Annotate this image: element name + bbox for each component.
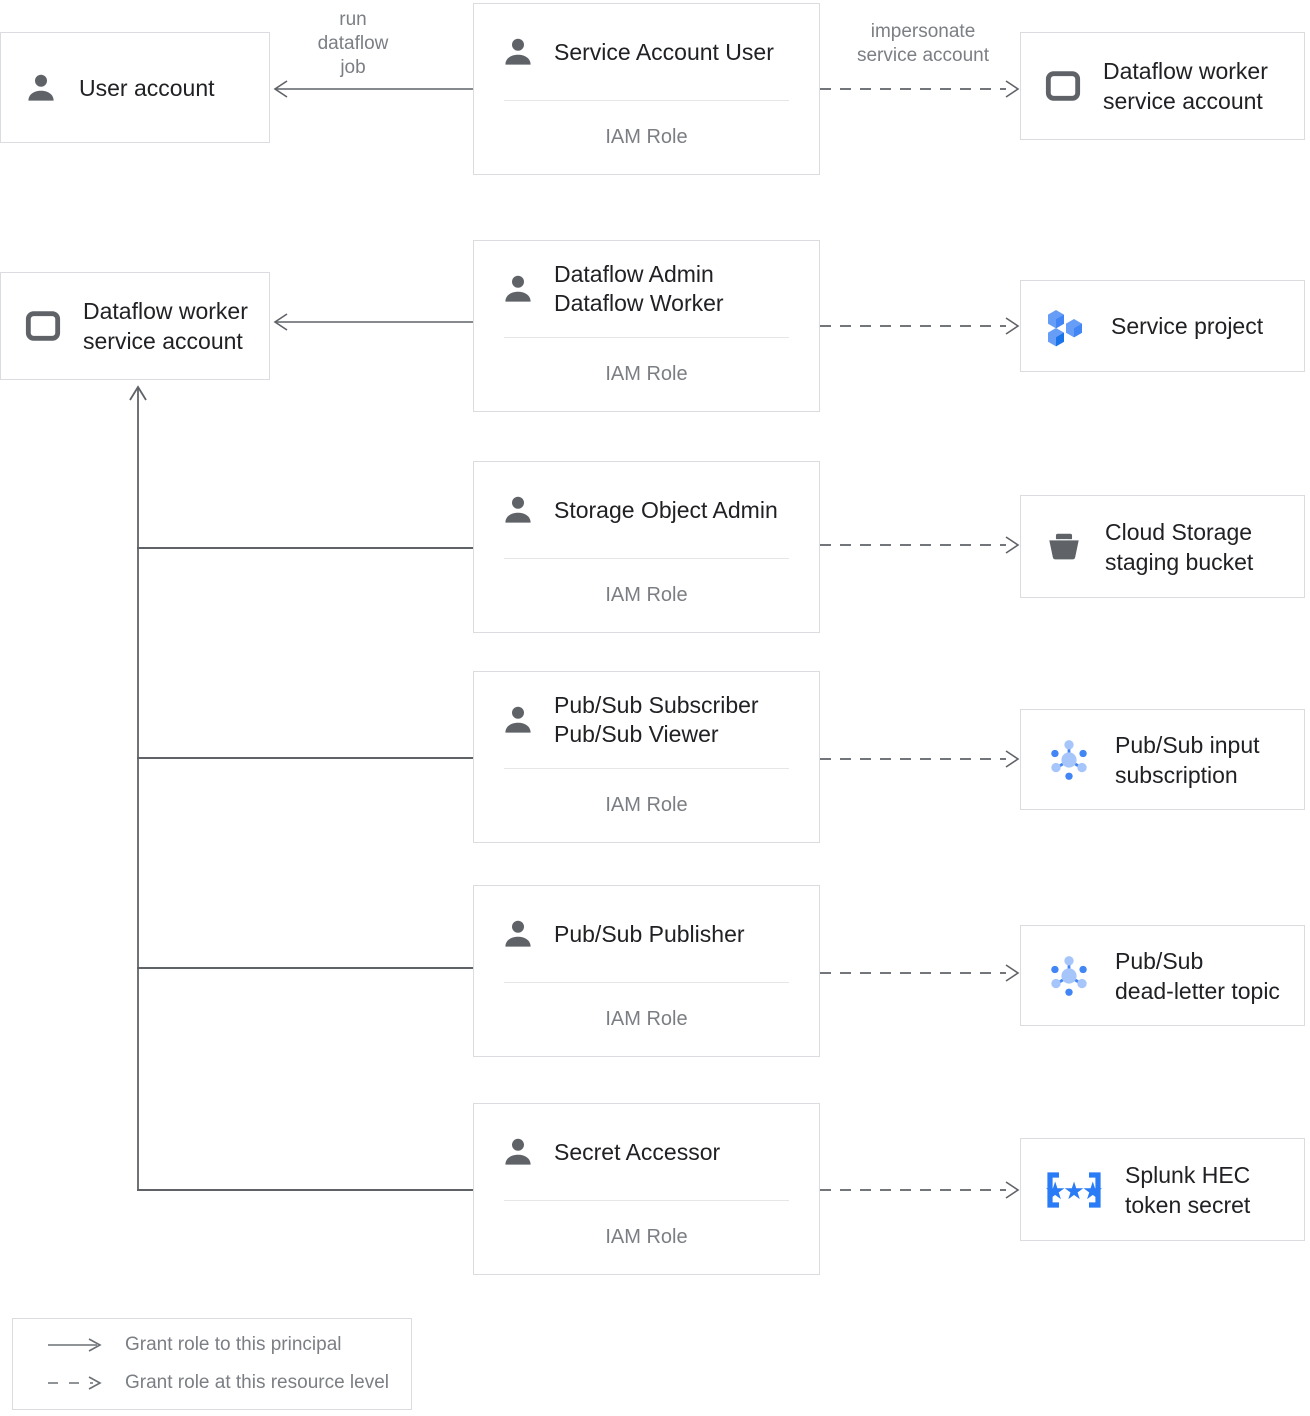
- service-account-icon: [1045, 71, 1081, 101]
- entity-label: Cloud Storage staging bucket: [1105, 518, 1254, 575]
- dashed-arrow-impersonate-service-account: [820, 80, 1020, 98]
- solid-arrow-icon: [48, 1338, 102, 1352]
- person-icon: [28, 74, 54, 101]
- branch-line-storage-object-admin: [137, 547, 473, 549]
- role-subtitle: IAM Role: [605, 794, 688, 816]
- entity-label: Dataflow worker service account: [1103, 58, 1268, 114]
- cloud-storage-icon: [1049, 533, 1079, 559]
- person-icon: [505, 1138, 531, 1165]
- entity-user-account[interactable]: User account: [0, 32, 270, 143]
- dashed-arrow-splunk-hec-token-secret: [820, 1181, 1020, 1199]
- role-subtitle: IAM Role: [605, 1226, 688, 1248]
- person-icon: [505, 706, 531, 733]
- pubsub-icon: [1051, 739, 1087, 780]
- pubsub-icon: [1051, 955, 1087, 996]
- entity-service-project[interactable]: Service project: [1020, 280, 1305, 372]
- entity-label: Service project: [1111, 313, 1264, 339]
- edge-label-run-dataflow-job: run dataflow job: [317, 9, 389, 78]
- branch-line-pubsub-subscriber: [137, 757, 473, 759]
- role-card-dataflow-admin[interactable]: Dataflow Admin Dataflow Worker IAM Role: [473, 240, 820, 412]
- role-card-divider: [504, 982, 789, 983]
- role-card-divider: [504, 768, 789, 769]
- role-title: Secret Accessor: [554, 1138, 721, 1165]
- dashed-arrow-pubsub-input-subscription: [820, 750, 1020, 768]
- service-account-icon: [25, 311, 61, 341]
- dashed-arrow-icon: [48, 1376, 102, 1390]
- role-title: Dataflow Admin Dataflow Worker: [554, 261, 724, 316]
- role-card-pubsub-publisher[interactable]: Pub/Sub Publisher IAM Role: [473, 885, 820, 1057]
- role-card-pubsub-subscriber[interactable]: Pub/Sub Subscriber Pub/Sub Viewer IAM Ro…: [473, 671, 820, 843]
- role-title: Pub/Sub Subscriber Pub/Sub Viewer: [554, 692, 759, 747]
- role-card-header: Pub/Sub Publisher: [474, 886, 819, 982]
- branch-line-pubsub-publisher: [137, 967, 473, 969]
- entity-pubsub-dead-letter-topic[interactable]: Pub/Sub dead-letter topic: [1020, 925, 1305, 1026]
- role-card-divider: [504, 100, 789, 101]
- role-card-header: Service Account User: [474, 4, 819, 100]
- legend-item-grant-role-resource: Grant role at this resource level: [47, 1372, 411, 1394]
- role-card-divider: [504, 337, 789, 338]
- role-card-header: Storage Object Admin: [474, 462, 819, 558]
- role-title: Pub/Sub Publisher: [554, 920, 745, 947]
- dashed-arrow-pubsub-dead-letter-topic: [820, 964, 1020, 982]
- legend: Grant role to this principal Grant role …: [12, 1318, 412, 1410]
- role-subtitle: IAM Role: [605, 584, 688, 606]
- role-card-storage-object-admin[interactable]: Storage Object Admin IAM Role: [473, 461, 820, 633]
- entity-label: Dataflow worker service account: [83, 298, 248, 354]
- entity-label: Pub/Sub dead-letter topic: [1115, 947, 1280, 1004]
- role-card-secret-accessor[interactable]: Secret Accessor IAM Role: [473, 1103, 820, 1275]
- role-subtitle: IAM Role: [605, 363, 688, 385]
- service-project-icon: [1048, 310, 1082, 347]
- role-card-service-account-user[interactable]: Service Account User IAM Role: [473, 3, 820, 175]
- entity-label: Splunk HEC token secret: [1125, 1161, 1251, 1218]
- role-title: Storage Object Admin: [554, 496, 778, 523]
- dashed-arrow-service-project: [820, 317, 1020, 335]
- entity-pubsub-input-subscription[interactable]: Pub/Sub input subscription: [1020, 709, 1305, 810]
- secret-manager-icon: ★★★: [1046, 1171, 1103, 1208]
- entity-label: User account: [79, 74, 215, 101]
- role-card-divider: [504, 558, 789, 559]
- person-icon: [505, 496, 531, 523]
- edge-label-impersonate-service-account: impersonate service account: [856, 21, 989, 66]
- solid-arrow-grant-dataflow-admin: [273, 313, 475, 331]
- legend-item-grant-role-principal: Grant role to this principal: [47, 1334, 411, 1356]
- entity-dataflow-worker-service-account-top[interactable]: Dataflow worker service account: [1020, 32, 1305, 140]
- solid-arrow-run-dataflow-job: [273, 80, 475, 98]
- person-icon: [505, 920, 531, 947]
- role-title: Service Account User: [554, 38, 774, 65]
- person-icon: [505, 275, 531, 302]
- role-card-header: Pub/Sub Subscriber Pub/Sub Viewer: [474, 672, 819, 768]
- entity-label: Pub/Sub input subscription: [1115, 731, 1260, 788]
- entity-splunk-hec-token-secret[interactable]: ★★★ Splunk HEC token secret: [1020, 1138, 1305, 1241]
- role-card-header: Secret Accessor: [474, 1104, 819, 1200]
- role-card-divider: [504, 1200, 789, 1201]
- role-subtitle: IAM Role: [605, 126, 688, 148]
- dashed-arrow-cloud-storage: [820, 536, 1020, 554]
- branch-line-secret-accessor: [137, 1189, 473, 1191]
- role-card-header: Dataflow Admin Dataflow Worker: [474, 241, 819, 337]
- vertical-connector-trunk: [129, 385, 147, 1190]
- entity-dataflow-worker-service-account-principal[interactable]: Dataflow worker service account: [0, 272, 270, 380]
- svg-text:★★★: ★★★: [1046, 1180, 1103, 1203]
- legend-label: Grant role to this principal: [125, 1334, 342, 1355]
- person-icon: [505, 38, 531, 65]
- entity-cloud-storage-staging-bucket[interactable]: Cloud Storage staging bucket: [1020, 495, 1305, 598]
- role-subtitle: IAM Role: [605, 1008, 688, 1030]
- legend-label: Grant role at this resource level: [125, 1372, 390, 1393]
